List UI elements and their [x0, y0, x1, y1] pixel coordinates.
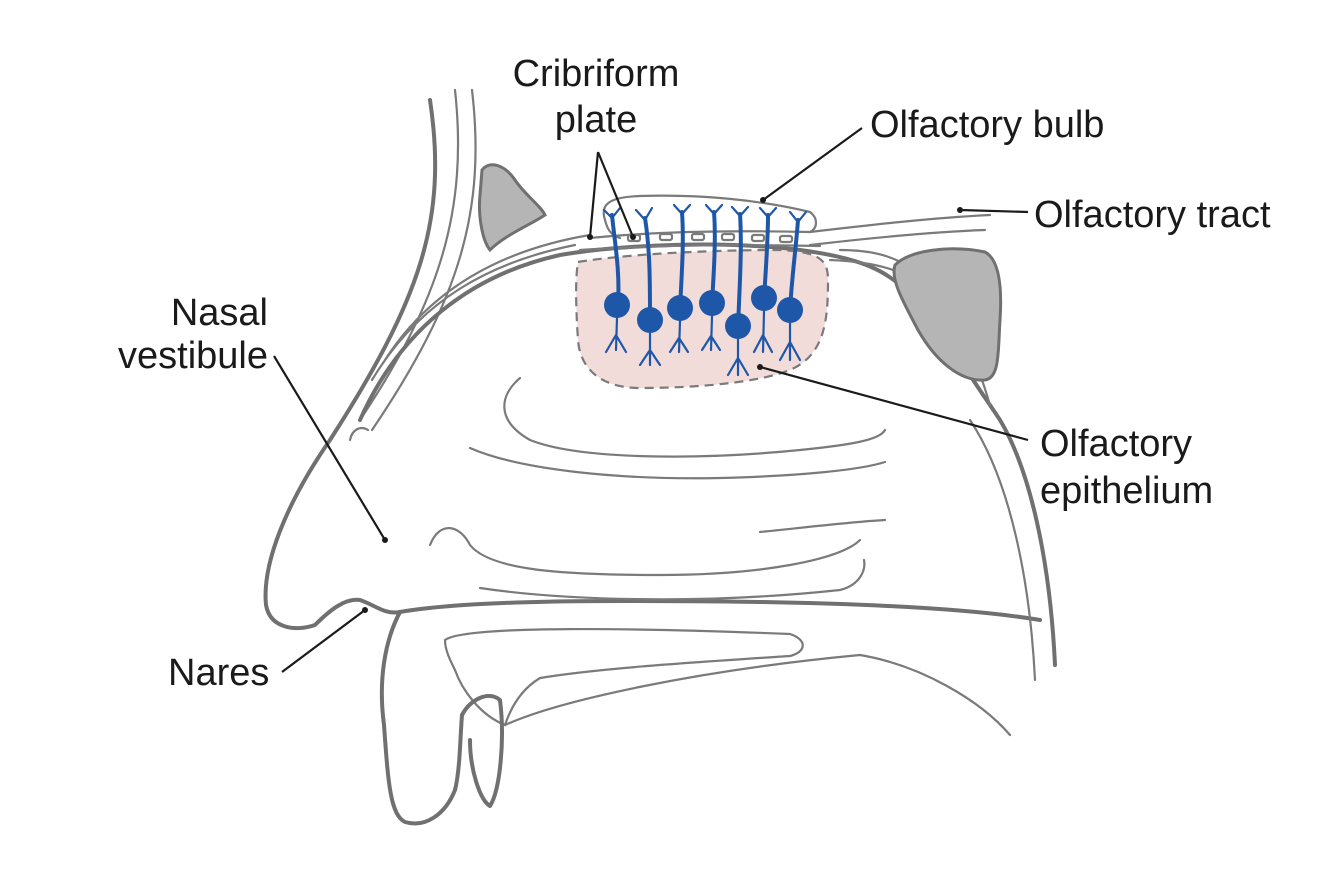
cribriform-plate-label-line1: Cribriform	[513, 53, 680, 95]
nares-label: Nares	[168, 652, 269, 694]
olfactory-bulb-leader	[762, 127, 863, 201]
olfactory-neuron	[777, 210, 808, 362]
nasal-conchae	[428, 376, 887, 601]
nose-outline	[263, 88, 1057, 826]
olfactory-tract-label: Olfactory tract	[1034, 194, 1271, 236]
olfactory-epithelium-label-line1: Olfactory	[1040, 423, 1192, 465]
nasal-vestibule-label-line2: vestibule	[118, 335, 268, 377]
sphenoid-sinus	[892, 247, 1003, 382]
nasal-vestibule-label-line1: Nasal	[171, 292, 268, 334]
leader-lines	[273, 127, 1029, 673]
nares-leader	[281, 609, 366, 673]
olfactory-neuron	[725, 205, 751, 377]
cribriform-leader-1	[588, 151, 600, 238]
cribriform-plate-label-line2: plate	[555, 99, 637, 141]
labels: Cribriform plate Olfactory bulb Olfactor…	[118, 53, 1271, 694]
olfactory-epithelium-leader	[759, 365, 1029, 442]
olfactory-bulb-label: Olfactory bulb	[870, 104, 1104, 146]
olfactory-neuron	[699, 203, 725, 352]
olfactory-neuron	[602, 206, 630, 354]
olfactory-neurons	[602, 203, 808, 377]
frontal-sinus	[478, 163, 547, 253]
olfactory-bulb	[602, 194, 818, 240]
olfactory-neuron	[751, 206, 778, 354]
olfactory-neuron	[667, 203, 693, 354]
olfactory-neuron	[634, 206, 663, 367]
olfactory-tract-leader	[959, 208, 1029, 214]
nasal-vestibule-leader	[273, 355, 386, 541]
olfactory-epithelium-label-line2: epithelium	[1040, 470, 1213, 512]
cribriform-leader-2	[596, 151, 635, 238]
